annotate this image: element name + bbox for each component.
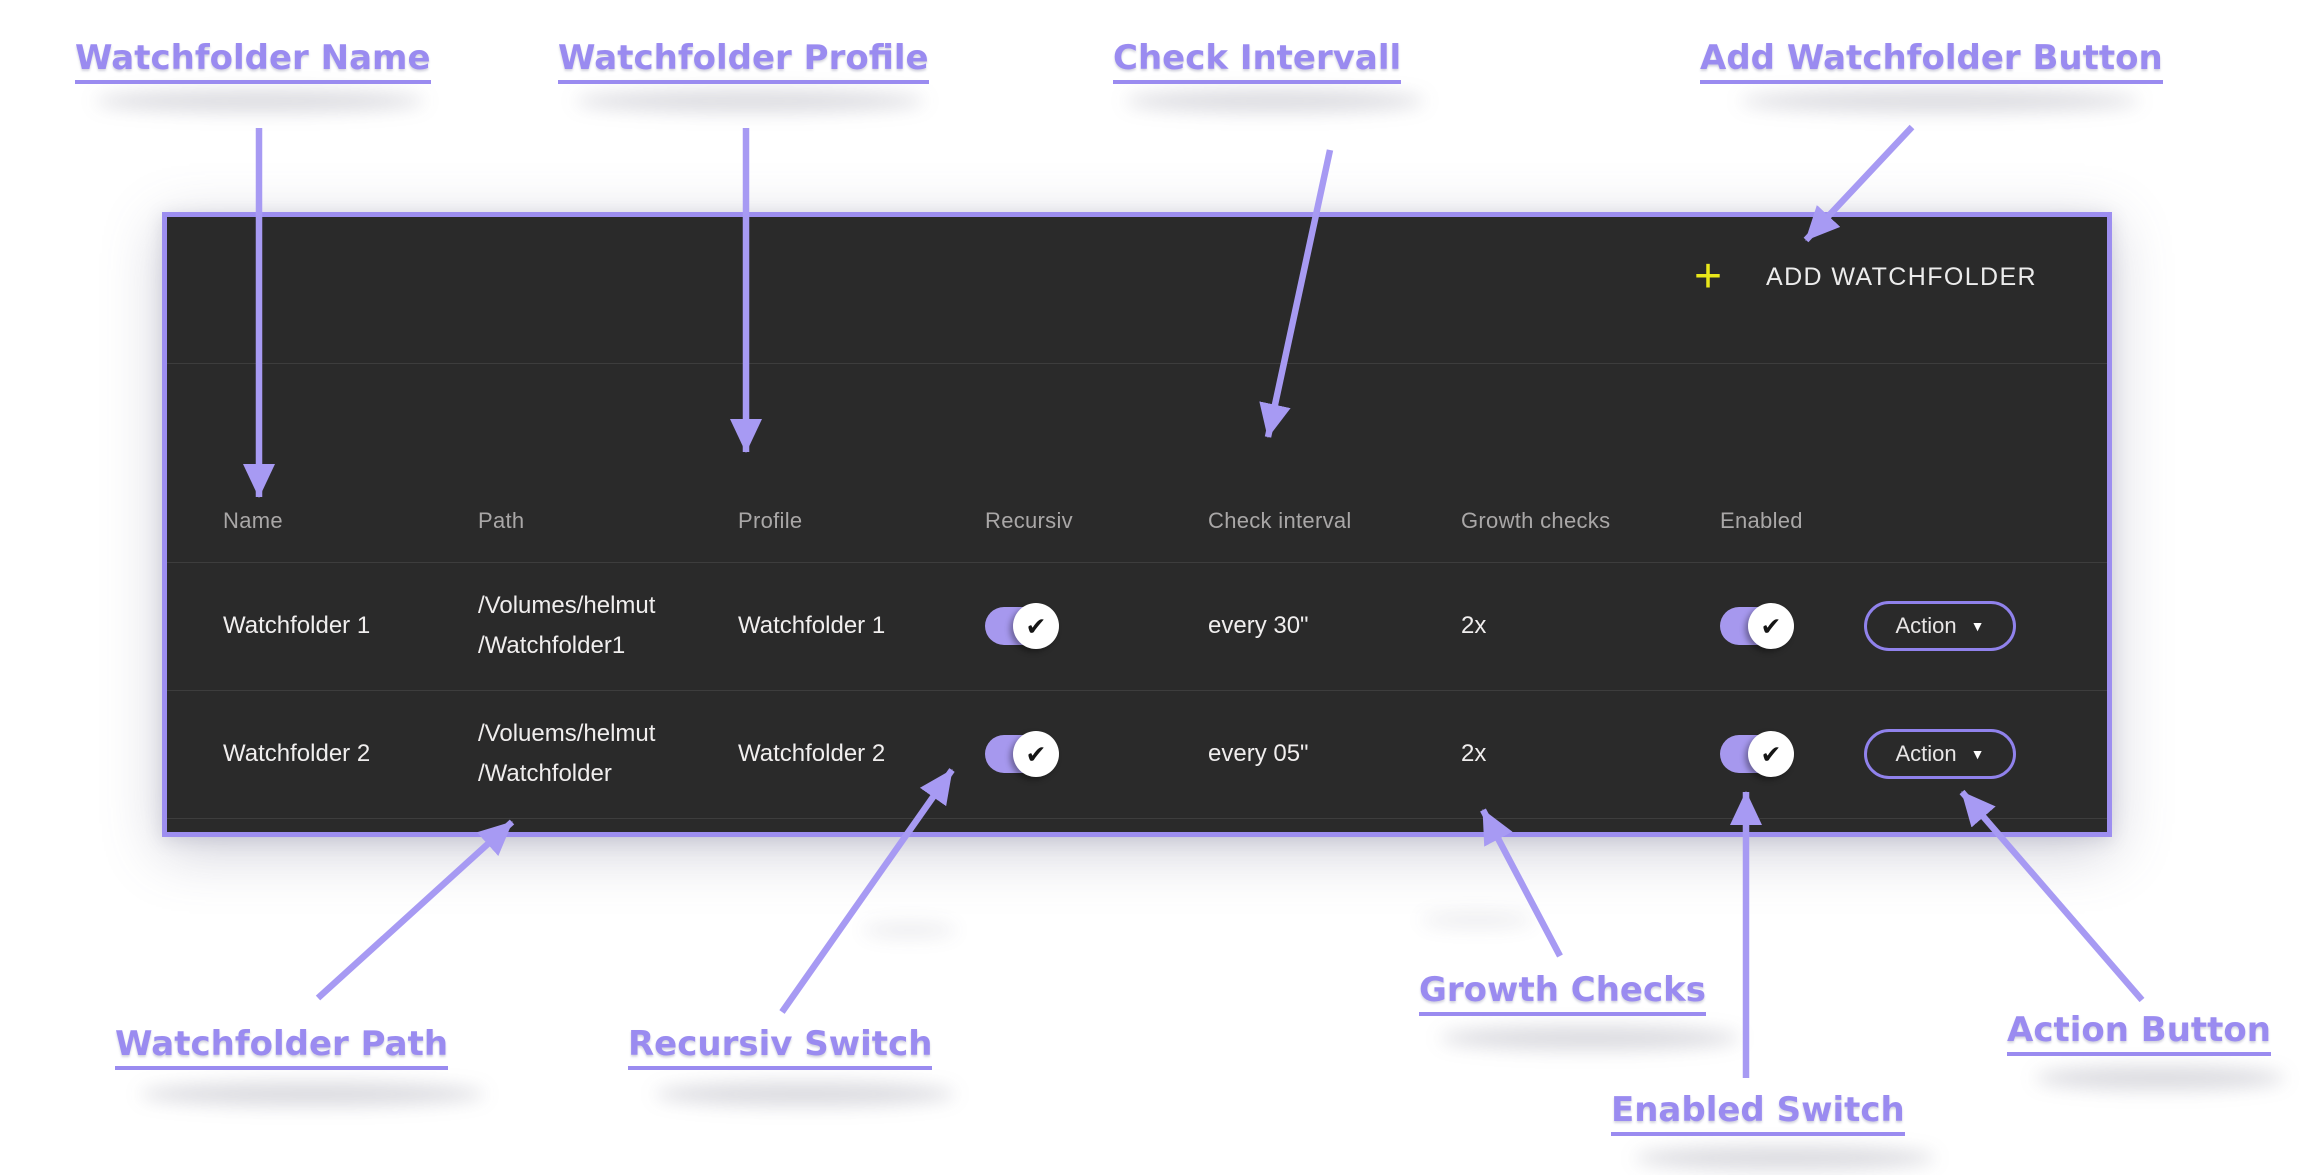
path-line-2: /Watchfolder1 — [478, 632, 626, 659]
callout-watchfolder-profile: Watchfolder Profile — [558, 39, 929, 85]
toolbar-divider — [167, 363, 2107, 364]
callout-check-intervall: Check Intervall — [1113, 39, 1402, 85]
row-divider — [167, 690, 2107, 691]
action-button[interactable]: Action ▼ — [1864, 601, 2016, 651]
row-divider — [167, 818, 2107, 819]
callout-recursiv-switch: Recursiv Switch — [628, 1025, 933, 1071]
enabled-switch[interactable]: ✔ — [1720, 731, 1794, 777]
callout-watchfolder-path: Watchfolder Path — [115, 1025, 449, 1071]
caret-down-icon: ▼ — [1970, 746, 1985, 762]
column-header-enabled: Enabled — [1720, 508, 1803, 533]
callout-watchfolder-name: Watchfolder Name — [75, 39, 431, 85]
check-interval-value: every 05" — [1208, 740, 1309, 767]
header-divider — [167, 562, 2107, 563]
column-header-recursiv: Recursiv — [985, 508, 1073, 533]
check-icon: ✔ — [1013, 603, 1059, 649]
recursiv-switch[interactable]: ✔ — [985, 731, 1059, 777]
shadow-smudge — [575, 90, 925, 112]
column-header-path: Path — [478, 508, 525, 533]
panel-toolbar: + ADD WATCHFOLDER — [167, 217, 2107, 363]
watchfolder-profile-value: Watchfolder 1 — [738, 612, 886, 639]
check-icon: ✔ — [1748, 731, 1794, 777]
watchfolder-profile-value: Watchfolder 2 — [738, 740, 886, 767]
callout-add-watchfolder-button: Add Watchfolder Button — [1700, 39, 2163, 85]
shadow-smudge — [655, 1082, 955, 1106]
table-row: Watchfolder 1 /Volumes/helmut /Watchfold… — [167, 562, 2107, 690]
shadow-smudge — [1440, 1026, 1740, 1050]
table-row: Watchfolder 2 /Voluems/helmut /Watchfold… — [167, 690, 2107, 818]
watchfolder-path-value: /Voluems/helmut /Watchfolder — [478, 714, 738, 793]
watchfolder-panel: + ADD WATCHFOLDER Name Path Profile Recu… — [162, 212, 2112, 837]
shadow-smudge — [1420, 912, 1535, 928]
check-icon: ✔ — [1013, 731, 1059, 777]
recursiv-switch[interactable]: ✔ — [985, 603, 1059, 649]
shadow-smudge — [1125, 90, 1425, 112]
shadow-smudge — [2035, 1066, 2285, 1090]
callout-growth-checks: Growth Checks — [1419, 971, 1706, 1017]
shadow-smudge — [1635, 1146, 1935, 1170]
add-watchfolder-label: ADD WATCHFOLDER — [1766, 262, 2037, 291]
table-header-row: Name Path Profile Recursiv Check interva… — [167, 363, 2107, 562]
add-watchfolder-button[interactable]: + ADD WATCHFOLDER — [1690, 245, 2041, 309]
watchfolder-name-value: Watchfolder 2 — [223, 740, 371, 767]
watchfolder-path-value: /Volumes/helmut /Watchfolder1 — [478, 586, 738, 665]
shadow-smudge — [1740, 90, 2140, 112]
callout-enabled-switch: Enabled Switch — [1611, 1091, 1905, 1137]
action-button-label: Action — [1895, 741, 1957, 766]
growth-checks-value: 2x — [1461, 740, 1487, 767]
watchfolder-name-value: Watchfolder 1 — [223, 612, 371, 639]
growth-checks-value: 2x — [1461, 612, 1487, 639]
check-icon: ✔ — [1748, 603, 1794, 649]
column-header-profile: Profile — [738, 508, 803, 533]
shadow-smudge — [140, 1082, 485, 1106]
shadow-smudge — [95, 90, 425, 112]
column-header-check-interval: Check interval — [1208, 508, 1352, 533]
check-interval-value: every 30" — [1208, 612, 1309, 639]
caret-down-icon: ▼ — [1970, 618, 1985, 634]
path-line-1: /Voluems/helmut — [478, 720, 656, 748]
column-header-growth-checks: Growth checks — [1461, 508, 1611, 533]
column-header-name: Name — [223, 508, 283, 533]
action-button-label: Action — [1895, 613, 1957, 638]
path-line-1: /Volumes/helmut — [478, 592, 656, 620]
enabled-switch[interactable]: ✔ — [1720, 603, 1794, 649]
plus-icon: + — [1693, 250, 1722, 303]
action-button[interactable]: Action ▼ — [1864, 729, 2016, 779]
path-line-2: /Watchfolder — [478, 760, 612, 787]
arrow-watchfolder-path — [315, 819, 515, 1001]
shadow-smudge — [862, 922, 957, 938]
callout-action-button: Action Button — [2007, 1011, 2271, 1057]
